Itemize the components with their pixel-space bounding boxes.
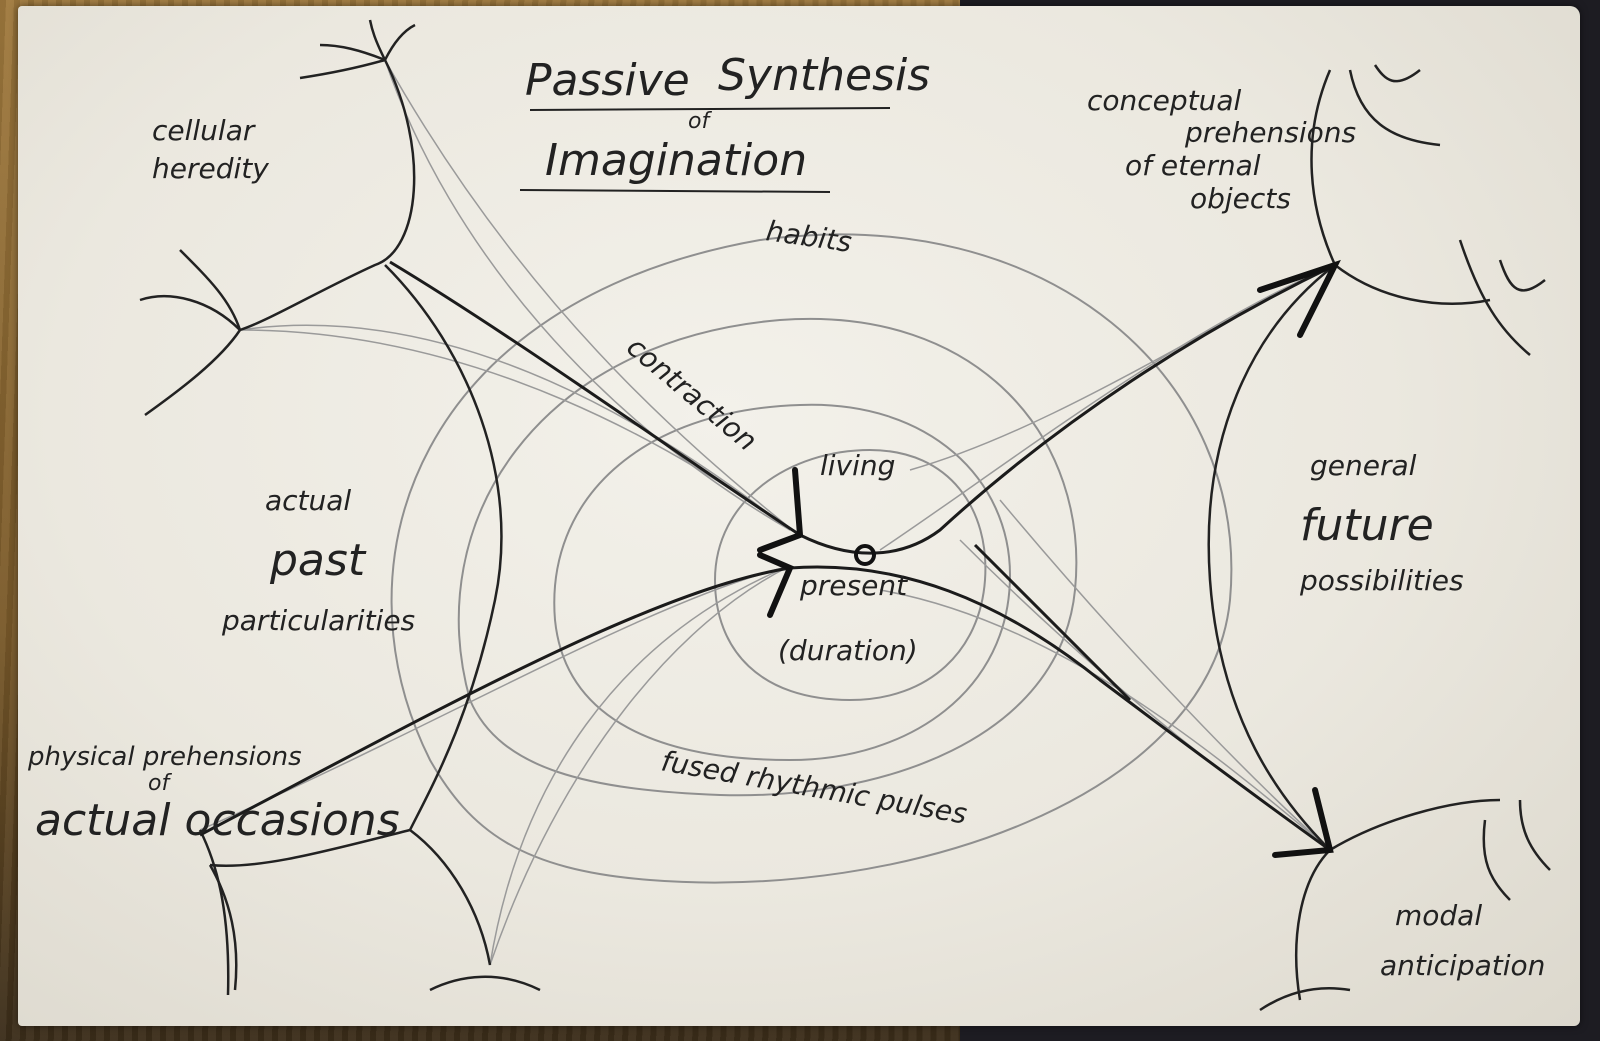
label-particularities: particularities bbox=[221, 604, 415, 637]
curve-top-left-stem bbox=[139, 295, 241, 331]
curve-bottom-right-2 bbox=[1329, 798, 1501, 852]
flow-occasions-to-present bbox=[199, 566, 791, 837]
label-future: future bbox=[1300, 500, 1434, 551]
ray-pencil bbox=[489, 565, 791, 966]
curve-bottom-mound bbox=[429, 975, 541, 992]
arrowhead-present-lower bbox=[757, 552, 794, 618]
title-passive: Passive bbox=[525, 55, 690, 106]
label-contraction: contraction bbox=[621, 330, 764, 457]
curve-top-right-6 bbox=[1498, 259, 1546, 292]
flow-past-to-present bbox=[389, 260, 801, 537]
arrowhead-eternal bbox=[1257, 259, 1341, 338]
label-prehensions: prehensions bbox=[1184, 116, 1356, 149]
label-cellular: cellular bbox=[152, 114, 256, 147]
curve-top-right-5 bbox=[1458, 239, 1531, 356]
label-duration: (duration) bbox=[778, 634, 918, 667]
curve-top-left-burst bbox=[299, 19, 416, 80]
label-habits: habits bbox=[764, 214, 854, 259]
flow-present-to-eternal bbox=[799, 263, 1336, 555]
label-of-eternal: of eternal bbox=[1125, 149, 1261, 182]
label-fused-rhythmic-pulses: fused rhythmic pulses bbox=[659, 744, 970, 830]
curve-top-right bbox=[1310, 69, 1337, 266]
curve-bottom-right bbox=[1295, 849, 1331, 1001]
curve-right-down bbox=[1207, 264, 1336, 851]
ray-pencil bbox=[384, 59, 791, 531]
label-living: living bbox=[820, 449, 895, 482]
ray-pencil bbox=[879, 264, 1336, 551]
curve-top-left bbox=[239, 59, 416, 332]
ring-middle bbox=[457, 317, 1078, 797]
curve-bottom-right-4 bbox=[1518, 799, 1551, 871]
curve-bottom-right-3 bbox=[1482, 819, 1511, 901]
flow-tangent bbox=[973, 543, 1132, 702]
present-point bbox=[854, 544, 876, 566]
curve-bottom-right-5 bbox=[1259, 986, 1351, 1012]
curve-bottom-left-3 bbox=[208, 864, 238, 991]
title-of: of bbox=[688, 109, 712, 134]
title-underline-2 bbox=[519, 189, 831, 193]
curve-top-right-4 bbox=[1373, 64, 1421, 83]
label-physical-prehensions: physical prehensions bbox=[27, 742, 302, 772]
curve-left-down bbox=[384, 264, 503, 831]
title-synthesis: Synthesis bbox=[718, 50, 930, 101]
ray-pencil bbox=[999, 499, 1331, 851]
label-conceptual: conceptual bbox=[1087, 84, 1242, 117]
arrowhead-anticipation bbox=[1272, 787, 1334, 858]
label-possibilities: possibilities bbox=[1299, 564, 1464, 597]
label-actual-occasions: actual occasions bbox=[35, 795, 400, 846]
curve-bottom-left bbox=[409, 829, 492, 966]
ray-pencil bbox=[384, 59, 796, 533]
ring-core bbox=[713, 448, 987, 702]
label-anticipation: anticipation bbox=[1380, 949, 1545, 982]
ray-pencil bbox=[239, 324, 791, 531]
arrowhead-present-upper bbox=[757, 467, 804, 553]
curve-top-right-3 bbox=[1348, 69, 1441, 147]
ring-inner bbox=[553, 403, 1012, 762]
label-modal: modal bbox=[1395, 899, 1482, 932]
ray-pencil bbox=[489, 569, 781, 966]
curve-top-right-2 bbox=[1334, 264, 1491, 305]
label-actual: actual bbox=[265, 484, 351, 517]
ray-pencil bbox=[199, 565, 791, 831]
label-heredity: heredity bbox=[152, 152, 269, 185]
title-underline-1 bbox=[529, 107, 891, 111]
label-general: general bbox=[1310, 449, 1417, 482]
label-bottom-of: of bbox=[148, 771, 172, 796]
curve-bottom-left-4 bbox=[198, 829, 230, 996]
ring-outer bbox=[390, 233, 1233, 884]
title-imagination: Imagination bbox=[545, 135, 807, 186]
label-past: past bbox=[269, 535, 367, 586]
label-present: present bbox=[799, 569, 908, 602]
curve-top-left-stem bbox=[179, 249, 242, 331]
flow-present-to-anticipation bbox=[789, 565, 1331, 852]
curve-bottom-left-2 bbox=[209, 828, 411, 867]
label-objects: objects bbox=[1190, 182, 1291, 215]
curve-top-left-stem bbox=[144, 329, 242, 417]
